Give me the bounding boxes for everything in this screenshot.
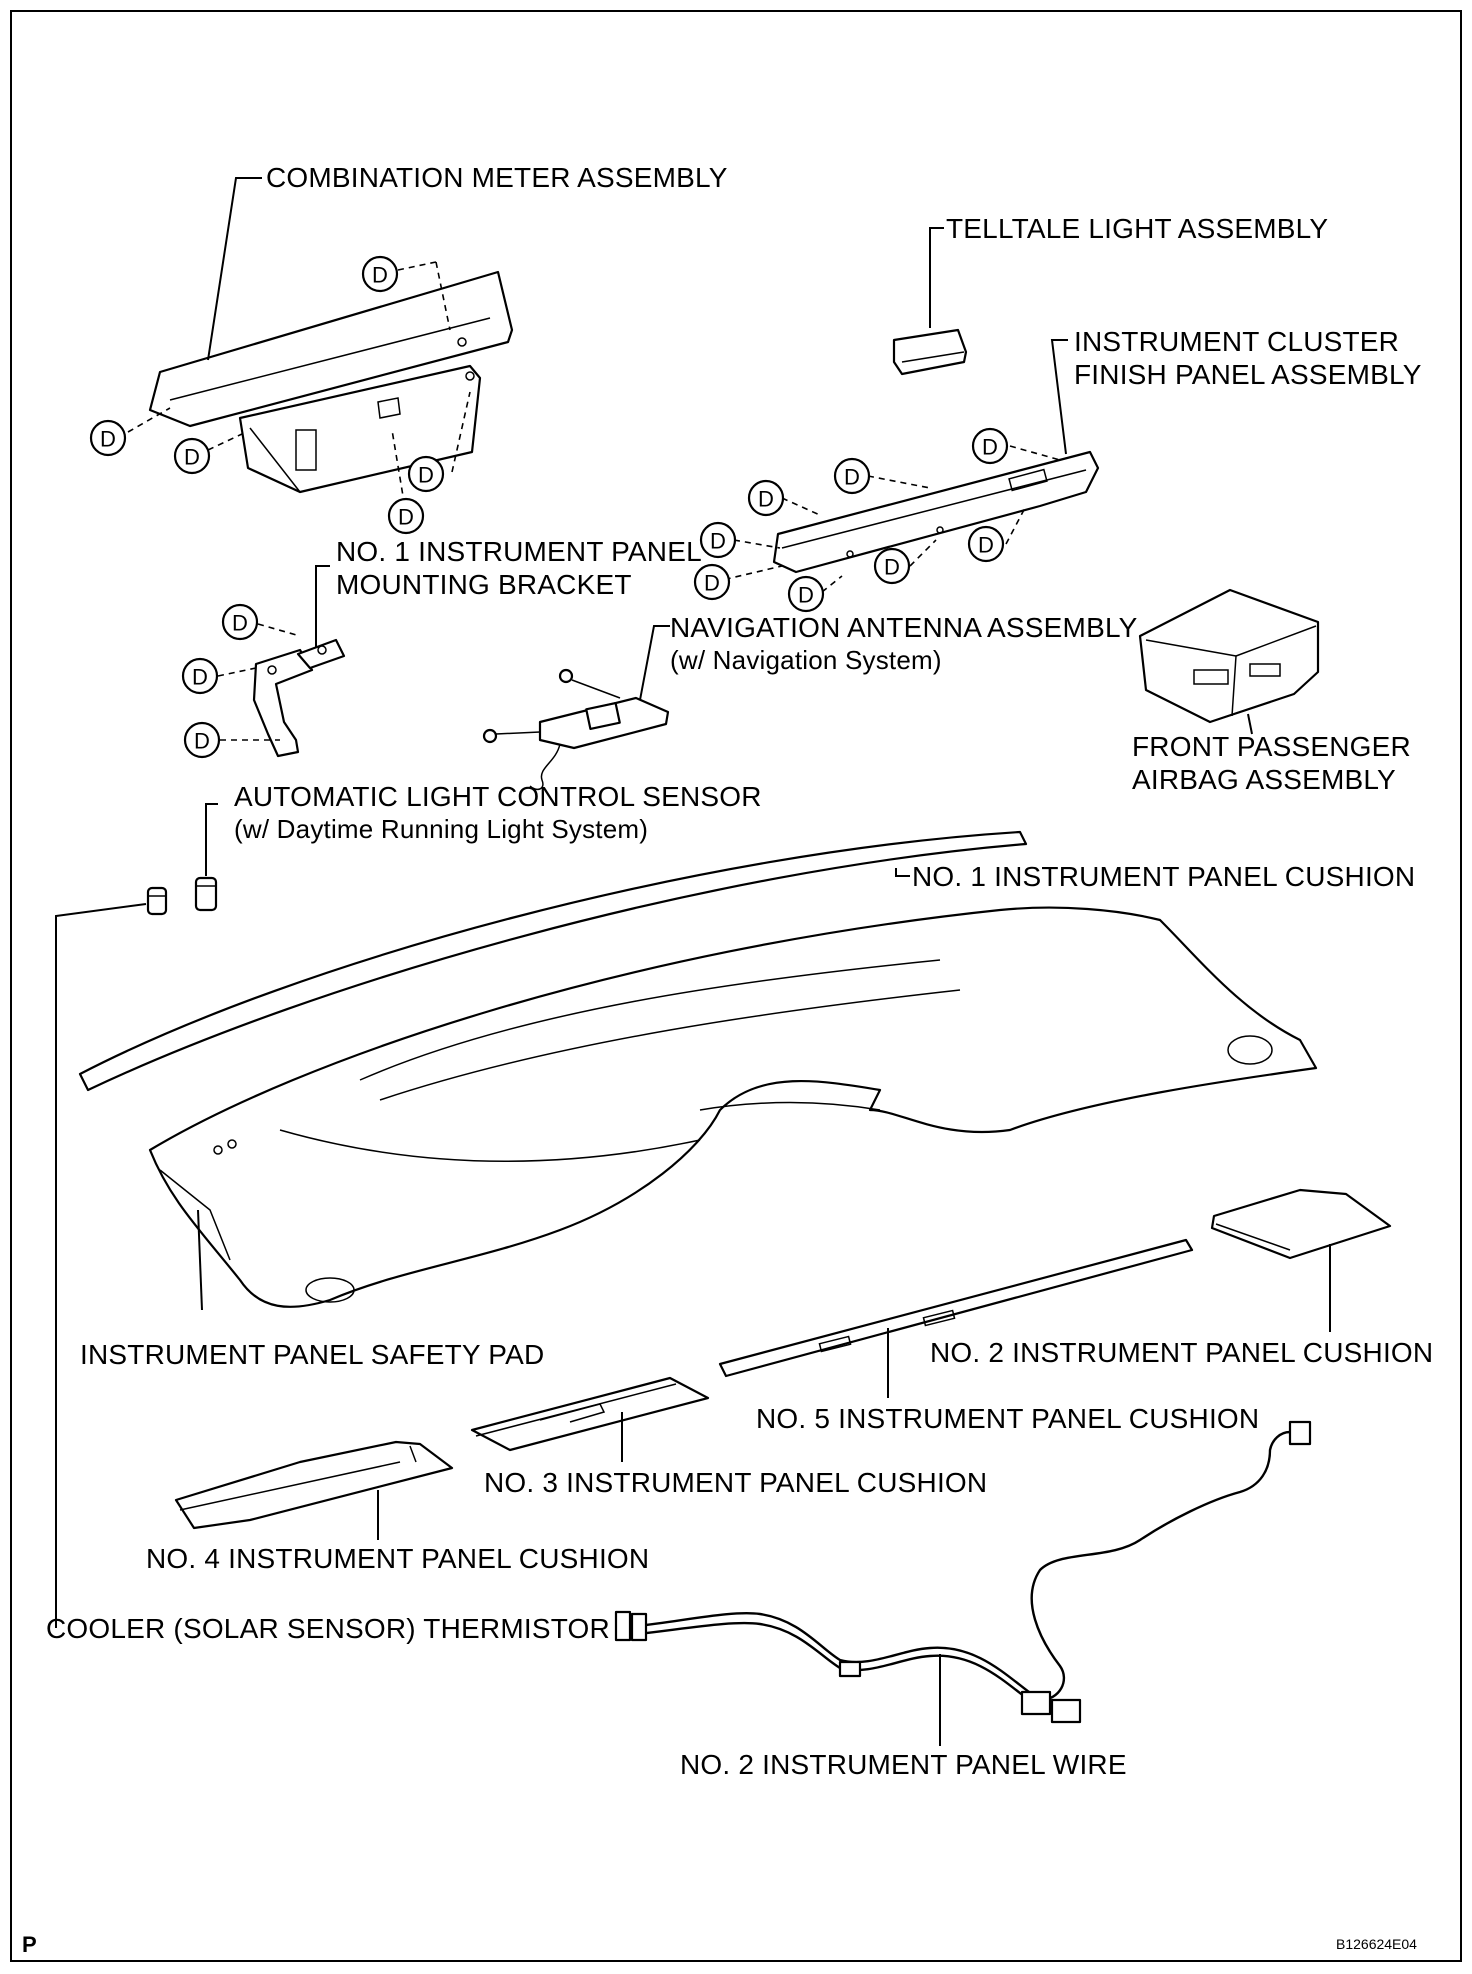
clip-marker: D [873,547,911,585]
label-combination-meter: COMBINATION METER ASSEMBLY [266,162,728,193]
leader-nav-antenna [639,625,670,701]
label-thermistor: COOLER (SOLAR SENSOR) THERMISTOR [46,1613,610,1644]
front-passenger-airbag [1138,588,1320,724]
label-light-sensor-line1: AUTOMATIC LIGHT CONTROL SENSOR [234,781,762,812]
clip-marker: D [221,603,259,641]
clip-marker: D [387,497,425,535]
svg-text:D: D [884,555,900,580]
clip-marker: D [747,479,785,517]
label-instrument-cluster-line1: INSTRUMENT CLUSTER [1074,326,1400,357]
label-nav-antenna-line2: (w/ Navigation System) [670,645,942,675]
svg-text:D: D [232,611,248,636]
clip-marker: D [699,521,737,559]
svg-text:D: D [704,571,720,596]
bracket-clip-lines [217,623,301,741]
svg-text:D: D [184,445,200,470]
label-mounting-bracket-line1: NO. 1 INSTRUMENT PANEL [336,536,702,567]
clip-markers: D D D D D D D D D D D D D D D D [89,255,1009,759]
no3-instrument-panel-cushion [470,1376,710,1452]
no2-instrument-panel-cushion [1210,1188,1392,1260]
leader-telltale [929,227,944,328]
clip-marker: D [361,255,399,293]
svg-text:D: D [982,435,998,460]
svg-text:D: D [844,465,860,490]
clip-marker: D [173,437,211,475]
leader-cluster-panel [1050,339,1068,455]
svg-text:D: D [758,487,774,512]
clip-marker: D [787,575,825,613]
leader-thermistor [55,903,147,1628]
corner-mark: P [22,1932,37,1957]
navigation-antenna-assembly [482,668,670,791]
diagram-frame [10,10,1462,1962]
no1-instrument-panel-cushion [78,830,1028,1092]
leader-bracket [315,565,330,648]
clip-marker: D [183,721,221,759]
svg-text:D: D [710,529,726,554]
label-light-sensor-line2: (w/ Daytime Running Light System) [234,814,649,844]
no5-instrument-panel-cushion [718,1238,1194,1378]
clip-marker: D [181,657,219,695]
leader-combination-meter [207,177,262,361]
leader-safety-pad [197,1209,203,1311]
label-telltale-light: TELLTALE LIGHT ASSEMBLY [946,213,1329,244]
no2-instrument-panel-wire [614,1420,1312,1724]
svg-text:D: D [194,729,210,754]
svg-text:D: D [372,263,388,288]
clip-marker: D [833,457,871,495]
svg-text:D: D [978,533,994,558]
cluster-clip-lines [713,445,1061,593]
instrument-panel-safety-pad [148,906,1318,1308]
label-airbag-line2: AIRBAG ASSEMBLY [1132,764,1396,795]
figure-code: B126624E04 [1336,1936,1417,1952]
telltale-light-assembly [892,328,968,376]
label-cushion-2: NO. 2 INSTRUMENT PANEL CUSHION [930,1337,1434,1368]
leader-cushion-1 [895,868,910,877]
no4-instrument-panel-cushion [174,1440,454,1530]
svg-text:D: D [798,583,814,608]
label-instrument-cluster-line2: FINISH PANEL ASSEMBLY [1074,359,1422,390]
label-cushion-1: NO. 1 INSTRUMENT PANEL CUSHION [912,861,1416,892]
mounting-bracket [252,638,346,758]
instrument-cluster-finish-panel [772,450,1100,574]
leader-airbag [1247,713,1253,735]
svg-text:D: D [192,665,208,690]
label-airbag-line1: FRONT PASSENGER [1132,731,1411,762]
label-safety-pad: INSTRUMENT PANEL SAFETY PAD [80,1339,545,1370]
label-cushion-4: NO. 4 INSTRUMENT PANEL CUSHION [146,1543,650,1574]
leader-light-sensor [205,803,218,876]
label-cushion-3: NO. 3 INSTRUMENT PANEL CUSHION [484,1467,988,1498]
light-control-sensor [194,876,218,912]
svg-text:D: D [100,427,116,452]
solar-sensor-thermistor [146,886,168,916]
label-nav-antenna-line1: NAVIGATION ANTENNA ASSEMBLY [670,612,1138,643]
svg-text:D: D [398,505,414,530]
label-mounting-bracket-line2: MOUNTING BRACKET [336,569,632,600]
svg-text:D: D [418,463,434,488]
clip-marker: D [967,525,1005,563]
label-panel-wire: NO. 2 INSTRUMENT PANEL WIRE [680,1749,1127,1780]
clip-marker: D [693,563,731,601]
clip-marker: D [89,419,127,457]
clip-marker: D [407,455,445,493]
label-cushion-5: NO. 5 INSTRUMENT PANEL CUSHION [756,1403,1260,1434]
clip-marker: D [971,427,1009,465]
